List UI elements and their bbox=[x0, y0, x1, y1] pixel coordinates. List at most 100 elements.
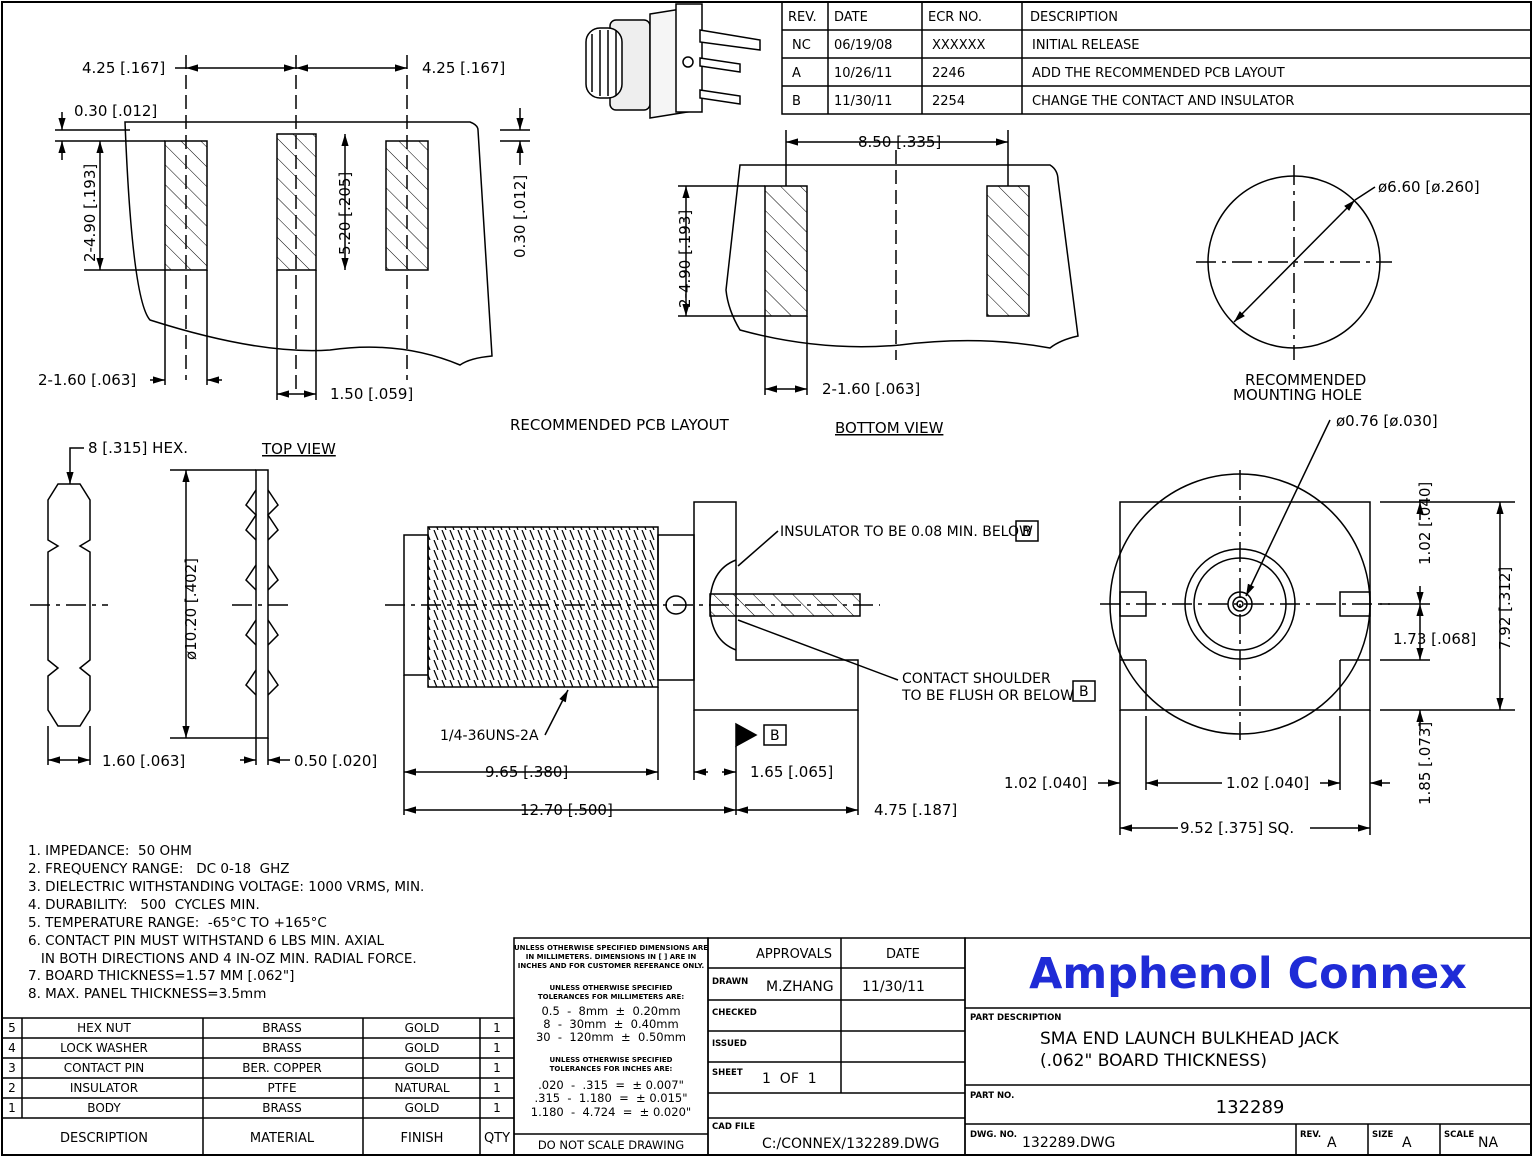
bom-material: BER. COPPER bbox=[242, 1061, 322, 1075]
rev-value: A bbox=[1327, 1135, 1337, 1151]
side-thread-length: 9.65 [.380] bbox=[485, 763, 568, 781]
rev-row-rev: A bbox=[792, 66, 801, 81]
bottom-dim-pad-width: 2-1.60 [.063] bbox=[822, 380, 920, 398]
bom-item-no: 2 bbox=[8, 1081, 16, 1095]
bom-qty: 1 bbox=[493, 1101, 501, 1115]
drawn-date: 11/30/11 bbox=[862, 979, 925, 995]
side-flange-dim: 1.65 [.065] bbox=[750, 763, 833, 781]
bottom-view bbox=[678, 130, 1079, 395]
note-line: 3. DIELECTRIC WITHSTANDING VOLTAGE: 1000… bbox=[28, 879, 424, 895]
notes-list: 1. IMPEDANCE: 50 OHM 2. FREQUENCY RANGE:… bbox=[28, 843, 424, 1002]
bottom-view-title: BOTTOM VIEW bbox=[835, 419, 944, 437]
bom-material: BRASS bbox=[262, 1101, 302, 1115]
datum-b-label: B bbox=[1079, 684, 1089, 700]
rev-row-description: ADD THE RECOMMENDED PCB LAYOUT bbox=[1032, 66, 1285, 81]
bom-description: LOCK WASHER bbox=[60, 1041, 148, 1055]
part-no-value: 132289 bbox=[1216, 1097, 1285, 1118]
tolerance-intro: INCHES AND FOR CUSTOMER REFERANCE ONLY. bbox=[518, 962, 704, 970]
rev-row-rev: B bbox=[792, 94, 801, 109]
tolerance-in-row: 1.180 - 4.724 = ± 0.020" bbox=[531, 1105, 691, 1119]
front-inner-dim: 1.02 [.040] bbox=[1226, 774, 1309, 792]
top-view bbox=[30, 447, 290, 765]
datum-b-label: B bbox=[770, 728, 780, 744]
part-description-label: PART DESCRIPTION bbox=[970, 1013, 1061, 1023]
pcb-layout-view bbox=[55, 55, 530, 400]
sheet-value: 1 OF 1 bbox=[762, 1071, 817, 1087]
note-line: IN BOTH DIRECTIONS AND 4 IN-OZ MIN. RADI… bbox=[28, 951, 417, 967]
dwg-no-value: 132289.DWG bbox=[1022, 1135, 1115, 1151]
side-thread-label: 1/4-36UNS-2A bbox=[440, 728, 539, 744]
pcb-dim-right-edge: 0.30 [.012] bbox=[511, 175, 529, 258]
cad-file-label: CAD FILE bbox=[712, 1122, 755, 1132]
revision-table bbox=[781, 1, 1532, 115]
company-logo: Amphenol Connex bbox=[1029, 949, 1467, 999]
bom-material: BRASS bbox=[262, 1041, 302, 1055]
front-center-dim: 1.73 [.068] bbox=[1393, 630, 1476, 648]
part-description-line-1: SMA END LAUNCH BULKHEAD JACK bbox=[1040, 1029, 1339, 1049]
bom-item-no: 1 bbox=[8, 1101, 16, 1115]
pcb-layout-title: RECOMMENDED PCB LAYOUT bbox=[510, 416, 730, 434]
mounting-hole-view bbox=[1196, 165, 1392, 360]
tolerance-in-title: TOLERANCES FOR INCHES ARE: bbox=[550, 1065, 673, 1073]
checked-label: CHECKED bbox=[712, 1008, 757, 1018]
top-view-hex-dim: 8 [.315] HEX. bbox=[88, 439, 188, 457]
bom-qty: 1 bbox=[493, 1021, 501, 1035]
rev-row-description: CHANGE THE CONTACT AND INSULATOR bbox=[1032, 94, 1294, 109]
bom-description: BODY bbox=[87, 1101, 121, 1115]
rev-row-ecr: 2254 bbox=[932, 94, 965, 109]
bom-finish: GOLD bbox=[405, 1041, 440, 1055]
front-height-dim: 7.92 [.312] bbox=[1496, 567, 1514, 650]
tolerance-mm-row: 8 - 30mm ± 0.40mm bbox=[543, 1017, 678, 1031]
side-contact-note-2: TO BE FLUSH OR BELOW bbox=[901, 688, 1074, 704]
dwg-no-label: DWG. NO. bbox=[970, 1130, 1017, 1140]
rev-label: REV. bbox=[1300, 1130, 1321, 1140]
tolerance-mm-row: 30 - 120mm ± 0.50mm bbox=[536, 1030, 686, 1044]
side-view bbox=[385, 501, 1096, 815]
bom-item-no: 3 bbox=[8, 1061, 16, 1075]
bom-header-qty: QTY bbox=[484, 1131, 510, 1146]
side-insulator-note: INSULATOR TO BE 0.08 MIN. BELOW bbox=[780, 524, 1033, 540]
side-contact-note-1: CONTACT SHOULDER bbox=[902, 671, 1051, 687]
top-view-nut-width: 1.60 [.063] bbox=[102, 752, 185, 770]
part-no-label: PART NO. bbox=[970, 1091, 1014, 1101]
tolerance-in-title: UNLESS OTHERWISE SPECIFIED bbox=[549, 1056, 672, 1064]
bottom-dim-spacing: 8.50 [.335] bbox=[858, 133, 941, 151]
size-label: SIZE bbox=[1372, 1130, 1393, 1140]
bom-table bbox=[1, 1017, 515, 1156]
bom-finish: NATURAL bbox=[394, 1081, 449, 1095]
mounting-hole-diameter: ø6.60 [ø.260] bbox=[1378, 178, 1480, 196]
cad-file-value: C:/CONNEX/132289.DWG bbox=[762, 1136, 939, 1152]
rev-row-rev: NC bbox=[792, 38, 811, 53]
front-square-dim: 9.52 [.375] SQ. bbox=[1180, 819, 1294, 837]
bom-header-material: MATERIAL bbox=[250, 1131, 315, 1146]
note-line: 4. DURABILITY: 500 CYCLES MIN. bbox=[28, 897, 260, 913]
note-line: 6. CONTACT PIN MUST WITHSTAND 6 LBS MIN.… bbox=[28, 933, 384, 949]
note-line: 8. MAX. PANEL THICKNESS=3.5mm bbox=[28, 986, 266, 1002]
side-overall-dim: 12.70 [.500] bbox=[520, 801, 613, 819]
bom-description: HEX NUT bbox=[77, 1021, 131, 1035]
bom-material: BRASS bbox=[262, 1021, 302, 1035]
pcb-dim-edge: 0.30 [.012] bbox=[74, 102, 157, 120]
top-view-title: TOP VIEW bbox=[261, 440, 336, 458]
connector-isometric-icon bbox=[585, 3, 761, 119]
front-top-dim: 1.02 [.040] bbox=[1416, 482, 1434, 565]
tolerance-intro: IN MILLIMETERS. DIMENSIONS IN [ ] ARE IN bbox=[526, 953, 697, 961]
pcb-dim-pad-height: 2-4.90 [.193] bbox=[81, 164, 99, 262]
rev-header-date: DATE bbox=[834, 10, 868, 25]
tolerance-intro: UNLESS OTHERWISE SPECIFIED DIMENSIONS AR… bbox=[514, 944, 708, 952]
pcb-dim-center-width: 1.50 [.059] bbox=[330, 385, 413, 403]
top-view-diameter: ø10.20 [.402] bbox=[182, 558, 200, 660]
pcb-dim-pad-width: 2-1.60 [.063] bbox=[38, 371, 136, 389]
rev-header-rev: REV. bbox=[788, 10, 817, 25]
pcb-dim-top-right: 4.25 [.167] bbox=[422, 59, 505, 77]
rev-row-date: 11/30/11 bbox=[834, 94, 892, 109]
bom-material: PTFE bbox=[267, 1081, 296, 1095]
bom-item-no: 5 bbox=[8, 1021, 16, 1035]
do-not-scale-label: DO NOT SCALE DRAWING bbox=[538, 1138, 684, 1152]
tolerance-mm-title: TOLERANCES FOR MILLIMETERS ARE: bbox=[538, 993, 684, 1001]
part-description-line-2: (.062" BOARD THICKNESS) bbox=[1040, 1051, 1267, 1071]
tolerance-block bbox=[513, 937, 709, 1156]
bom-header-finish: FINISH bbox=[401, 1131, 444, 1146]
bom-description: INSULATOR bbox=[70, 1081, 138, 1095]
